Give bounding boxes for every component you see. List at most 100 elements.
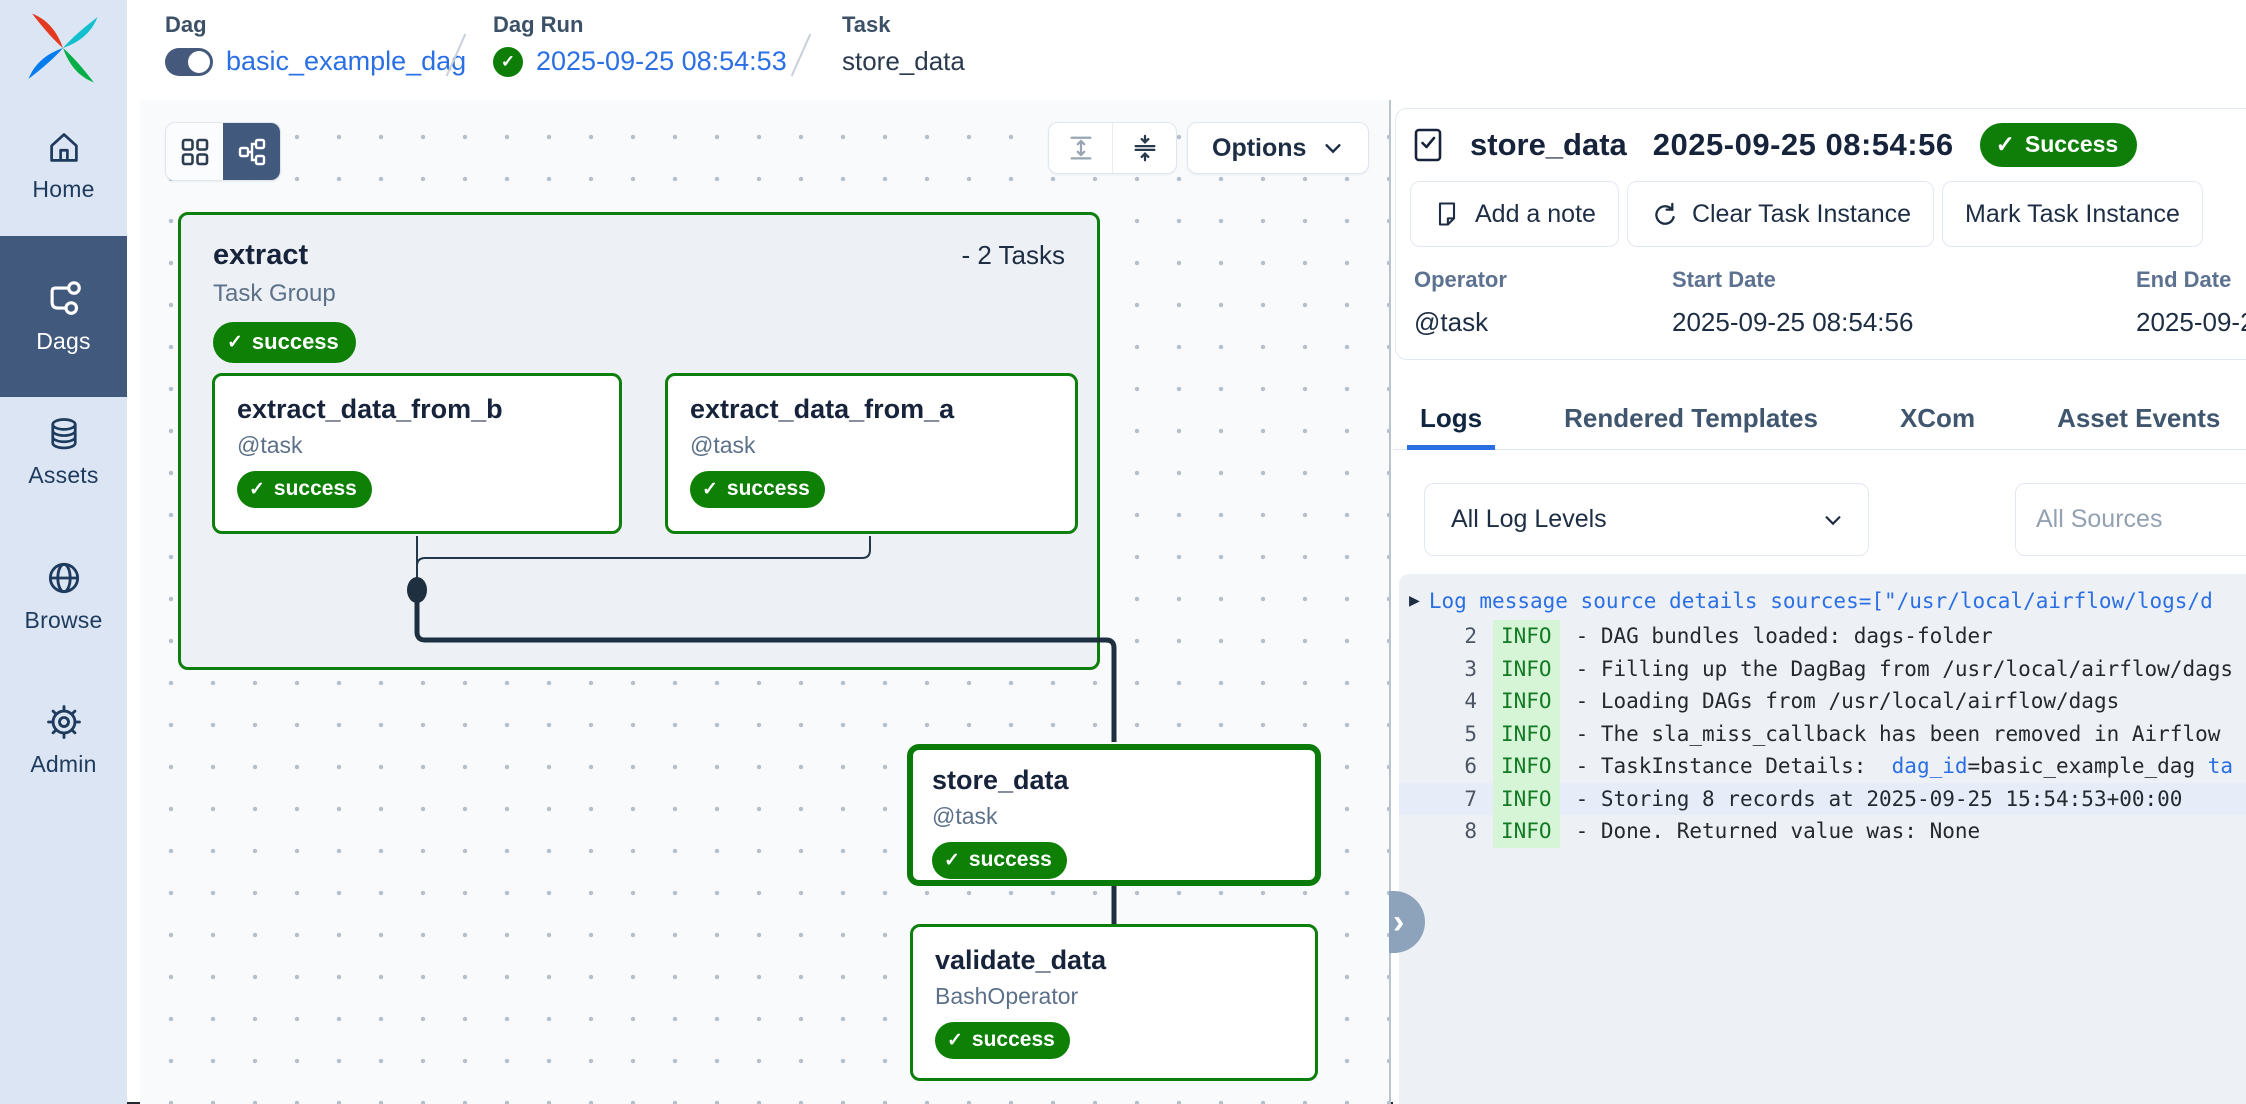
- status-badge: ✓ success: [237, 471, 372, 508]
- check-icon: ✓: [944, 849, 960, 871]
- breadcrumb-dag-link[interactable]: basic_example_dag: [226, 46, 467, 76]
- options-label: Options: [1212, 133, 1307, 162]
- expand-vertical-icon: [1070, 136, 1091, 160]
- panel-divider[interactable]: [1389, 100, 1391, 1104]
- refresh-icon: [1655, 202, 1675, 225]
- dag-graph-canvas[interactable]: extract - 2 Tasks Task Group ✓ success e…: [140, 100, 1389, 1104]
- breadcrumb-dag-run-label: Dag Run: [493, 12, 584, 37]
- breadcrumb-dag-label: Dag: [165, 12, 207, 37]
- panel-task-timestamp: 2025-09-25 08:54:56: [1652, 127, 1954, 162]
- task-node-title: store_data: [932, 765, 1069, 795]
- breadcrumb-dag-run: Dag Run ✓ 2025-09-25 08:54:53: [493, 12, 787, 77]
- chevron-down-icon: [1825, 515, 1841, 525]
- collapse-vertical-icon: [1134, 134, 1155, 162]
- tab-xcom[interactable]: XCom: [1899, 403, 1976, 433]
- sidebar-item-label: Home: [32, 176, 95, 202]
- sidebar-item-admin[interactable]: Admin: [0, 703, 127, 778]
- graph-icon: [238, 138, 265, 165]
- log-filters: All Log Levels: [1393, 483, 2246, 556]
- chevron-right-icon: ›: [1393, 903, 1405, 941]
- task-instance-card: store_data 2025-09-25 08:54:56 ✓ Success…: [1395, 108, 2246, 360]
- task-node-operator: @task: [690, 432, 756, 458]
- status-badge: ✓ success: [932, 842, 1067, 879]
- task-status-badge: ✓ Success: [1979, 123, 2138, 167]
- breadcrumb-separator: [790, 33, 812, 77]
- task-node-extract-data-from-b[interactable]: extract_data_from_b @task ✓ success: [212, 373, 622, 534]
- log-viewer[interactable]: ▶ Log message source details sources=["/…: [1399, 574, 2246, 1104]
- meta-start-date: Start Date 2025-09-25 08:54:56: [1672, 267, 1914, 337]
- graph-view-button[interactable]: [223, 123, 280, 180]
- task-node-operator: @task: [932, 803, 998, 829]
- task-group-extract[interactable]: extract - 2 Tasks Task Group ✓ success e…: [178, 212, 1100, 670]
- sidebar-item-label: Admin: [30, 751, 97, 777]
- tab-logs[interactable]: Logs: [1407, 388, 1496, 450]
- task-node-extract-data-from-a[interactable]: extract_data_from_a @task ✓ success: [665, 373, 1078, 534]
- panel-tabs: Logs Rendered Templates XCom Asset Event…: [1393, 388, 2246, 450]
- breadcrumb-dag: Dag basic_example_dag: [165, 12, 466, 77]
- note-icon: [1438, 202, 1456, 226]
- breadcrumb-dag-run-link[interactable]: 2025-09-25 08:54:53: [536, 46, 787, 76]
- task-node-operator: BashOperator: [935, 983, 1079, 1009]
- sidebar-item-assets[interactable]: Assets: [0, 416, 127, 489]
- breadcrumb-task-label: Task: [842, 12, 891, 37]
- task-node-validate-data[interactable]: validate_data BashOperator ✓ success: [910, 924, 1318, 1081]
- breadcrumb-task: Task store_data: [842, 12, 965, 77]
- meta-operator: Operator @task: [1414, 267, 1507, 337]
- gear-icon: [46, 705, 81, 739]
- tab-asset-events[interactable]: Asset Events: [2057, 403, 2221, 433]
- breadcrumb: Dag basic_example_dag Dag Run ✓ 2025-09-…: [127, 0, 2246, 100]
- home-icon: [49, 133, 78, 162]
- sidebar-item-label: Browse: [24, 607, 103, 633]
- status-badge: ✓ success: [213, 322, 356, 363]
- task-node-store-data[interactable]: store_data @task ✓ success: [907, 744, 1321, 886]
- globe-icon: [48, 562, 79, 594]
- collapse-vertical-button[interactable]: [1113, 123, 1176, 173]
- dag-icon: [50, 281, 81, 315]
- dag-pause-toggle[interactable]: [165, 47, 213, 76]
- check-icon: ✓: [1995, 131, 2015, 157]
- sidebar-item-label: Dags: [36, 328, 91, 354]
- task-group-subtitle: Task Group: [213, 280, 336, 307]
- mark-task-instance-button[interactable]: Mark Task Instance: [1942, 181, 2203, 247]
- check-icon: ✓: [702, 478, 718, 500]
- status-badge: ✓ success: [935, 1022, 1070, 1059]
- sidebar-item-browse[interactable]: Browse: [0, 559, 127, 634]
- log-source-input[interactable]: [2015, 483, 2246, 556]
- tab-rendered-templates[interactable]: Rendered Templates: [1564, 403, 1818, 433]
- task-meta: Operator @task Start Date 2025-09-25 08:…: [1396, 267, 2246, 367]
- sidebar-item-home[interactable]: Home: [0, 130, 127, 203]
- grid-icon: [181, 138, 208, 165]
- expand-vertical-button[interactable]: [1049, 123, 1113, 173]
- task-node-title: extract_data_from_a: [690, 394, 955, 424]
- grid-view-button[interactable]: [166, 123, 223, 180]
- task-instance-panel: store_data 2025-09-25 08:54:56 ✓ Success…: [1393, 100, 2246, 1104]
- task-group-title: extract: [213, 239, 309, 271]
- panel-task-title: store_data: [1470, 127, 1627, 162]
- log-source-header[interactable]: ▶ Log message source details sources=["/…: [1399, 574, 2246, 620]
- layout-size-group: [1048, 122, 1177, 174]
- task-group-collapse-count[interactable]: - 2 Tasks: [961, 240, 1065, 270]
- add-note-button[interactable]: Add a note: [1410, 181, 1619, 247]
- task-node-operator: @task: [237, 432, 303, 458]
- options-button[interactable]: Options: [1187, 122, 1370, 174]
- check-icon: ✓: [947, 1029, 963, 1051]
- status-badge: ✓ success: [690, 471, 825, 508]
- check-icon: ✓: [227, 331, 243, 353]
- clear-task-instance-button[interactable]: Clear Task Instance: [1626, 181, 1935, 247]
- check-icon: ✓: [249, 478, 265, 500]
- sidebar: Home Dags Assets Browse: [0, 0, 127, 1104]
- airflow-logo[interactable]: [20, 10, 106, 86]
- task-node-title: validate_data: [935, 945, 1107, 975]
- view-toggle-group: [165, 122, 281, 181]
- sidebar-item-dags[interactable]: Dags: [0, 236, 127, 397]
- log-level-select[interactable]: All Log Levels: [1424, 483, 1869, 556]
